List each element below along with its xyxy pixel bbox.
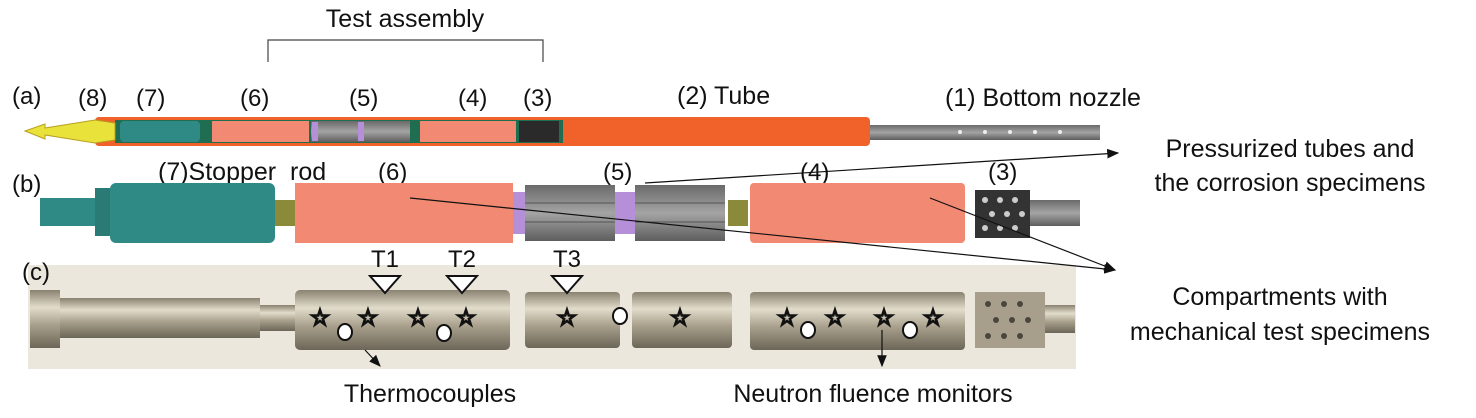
fluence-monitors-label: Neutron fluence monitors xyxy=(733,380,1012,408)
part-6-label: (6) xyxy=(240,85,269,112)
star-marker: ☆ xyxy=(670,305,690,330)
t1-label: T1 xyxy=(371,246,399,273)
star-marker: ☆ xyxy=(456,305,476,330)
assembly-drawing-a xyxy=(23,117,1100,146)
panel-c-label: (c) xyxy=(22,259,50,286)
star-marker: ☆ xyxy=(310,305,330,330)
part-5-label: (5) xyxy=(349,85,378,112)
tube-label: (2) Tube xyxy=(677,82,770,110)
part-7-label: (7) xyxy=(136,85,165,112)
assembly-drawing-b xyxy=(40,183,1080,243)
star-marker: ☆ xyxy=(408,305,428,330)
part-4-label: (4) xyxy=(458,85,487,112)
part-b-6-label: (6) xyxy=(378,159,407,186)
assembly-photo-c: ☆ ☆ ☆ ☆ ☆ ☆ ☆ ☆ ☆ ☆ xyxy=(28,265,1076,369)
star-marker: ☆ xyxy=(874,305,894,330)
star-marker: ☆ xyxy=(923,305,943,330)
leader-lines xyxy=(364,148,1120,368)
thermocouple-triangles xyxy=(367,275,585,295)
part-3-label: (3) xyxy=(523,85,552,112)
pressurized-line1: Pressurized tubes and xyxy=(1166,135,1415,163)
part-b-5-label: (5) xyxy=(603,159,632,186)
compartments-line1: Compartments with xyxy=(1172,283,1387,311)
bottom-nozzle-label: (1) Bottom nozzle xyxy=(945,84,1141,112)
pressurized-line2: the corrosion specimens xyxy=(1155,169,1426,197)
star-marker: ☆ xyxy=(777,305,797,330)
part-8-label: (8) xyxy=(78,85,107,112)
panel-a-label: (a) xyxy=(12,83,41,110)
test-assembly-bracket xyxy=(267,39,544,62)
compartments-line2: mechanical test specimens xyxy=(1130,318,1430,346)
thermocouples-label: Thermocouples xyxy=(344,380,516,408)
t2-label: T2 xyxy=(448,246,476,273)
t3-label: T3 xyxy=(553,246,581,273)
star-marker: ☆ xyxy=(557,305,577,330)
star-marker: ☆ xyxy=(358,305,378,330)
figure-title: Test assembly xyxy=(326,5,485,33)
star-marker: ☆ xyxy=(825,305,845,330)
stopper-rod-label: (7)Stopper rod xyxy=(158,158,326,186)
panel-b-label: (b) xyxy=(12,171,41,198)
part-b-3-label: (3) xyxy=(988,159,1017,186)
